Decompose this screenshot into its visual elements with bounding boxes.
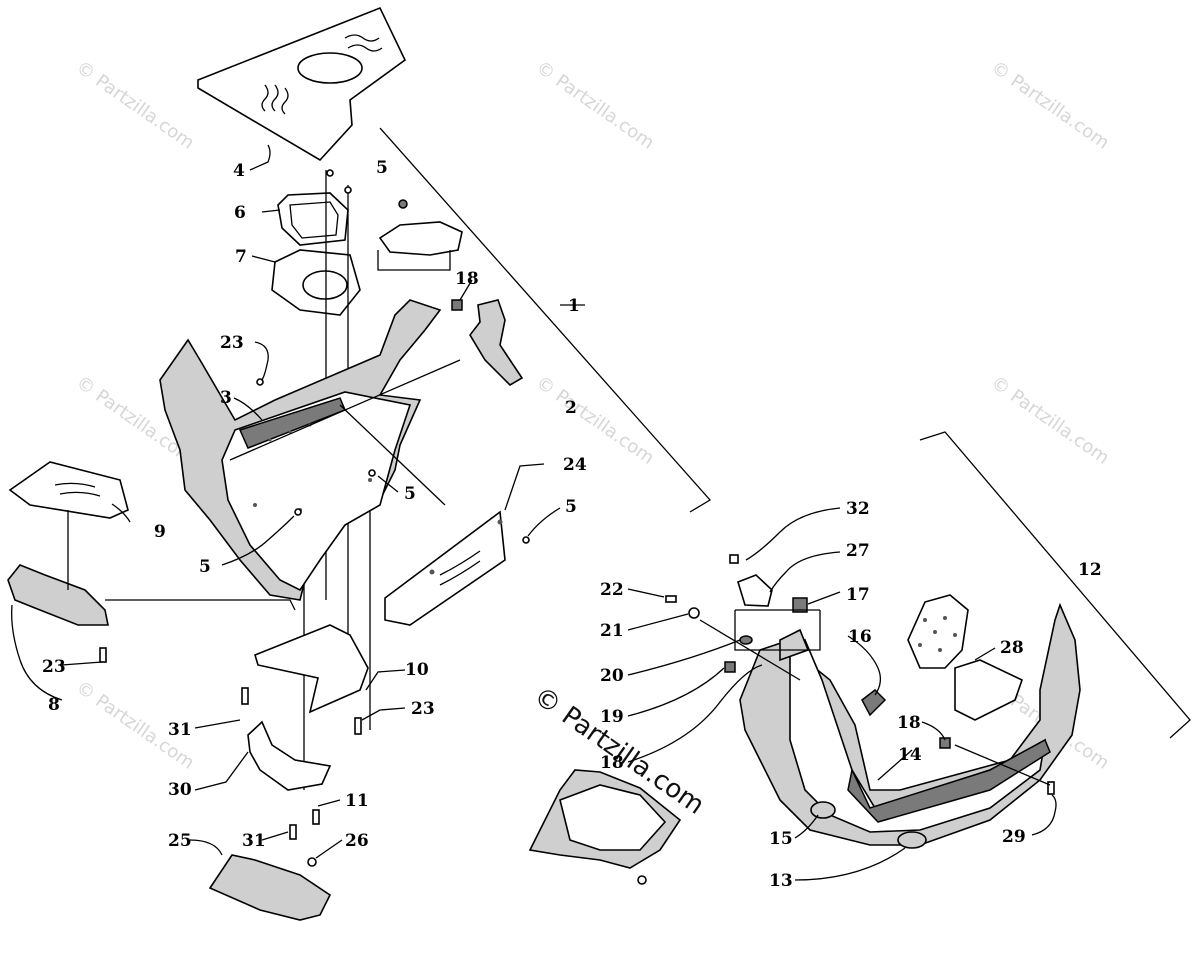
callout-5: 5 bbox=[376, 158, 388, 178]
callout-4: 4 bbox=[233, 161, 245, 181]
callout-22: 22 bbox=[600, 580, 624, 600]
part-9-panel bbox=[8, 461, 129, 519]
callout-21: 21 bbox=[600, 621, 624, 641]
callout-23: 23 bbox=[42, 657, 66, 677]
part-4-top-panel bbox=[197, 6, 407, 162]
callout-32: 32 bbox=[846, 499, 870, 519]
callout-13: 13 bbox=[769, 871, 793, 891]
callout-23: 23 bbox=[220, 333, 244, 353]
part-25-lower-cap bbox=[208, 854, 332, 921]
callout-18: 18 bbox=[600, 753, 624, 773]
callout-8: 8 bbox=[48, 695, 60, 715]
callout-16: 16 bbox=[848, 627, 872, 647]
callout-2: 2 bbox=[565, 398, 577, 418]
callout-31: 31 bbox=[242, 831, 266, 851]
callout-18: 18 bbox=[455, 269, 479, 289]
watermark: © Partzilla.com bbox=[72, 57, 198, 154]
callout-5: 5 bbox=[199, 557, 211, 577]
callout-31: 31 bbox=[168, 720, 192, 740]
part-24-side-panel bbox=[384, 510, 506, 626]
callout-10: 10 bbox=[405, 660, 429, 680]
watermark: © Partzilla.com bbox=[987, 57, 1113, 154]
callout-24: 24 bbox=[563, 455, 587, 475]
callout-20: 20 bbox=[600, 666, 624, 686]
callout-28: 28 bbox=[1000, 638, 1024, 658]
callout-5: 5 bbox=[404, 484, 416, 504]
callout-26: 26 bbox=[345, 831, 369, 851]
callout-labels: 1 2 3 4 5 5 5 5 6 7 8 9 10 11 12 13 14 1… bbox=[42, 158, 1102, 891]
part-4-opening bbox=[297, 52, 363, 84]
callout-1: 1 bbox=[568, 296, 580, 316]
callout-17: 17 bbox=[846, 585, 870, 605]
left-assembly bbox=[7, 6, 712, 921]
part-28-mesh bbox=[907, 594, 969, 669]
watermark: © Partzilla.com bbox=[532, 57, 658, 154]
part-6-gasket bbox=[277, 192, 349, 246]
callout-29: 29 bbox=[1002, 827, 1026, 847]
part-10-plate bbox=[254, 624, 369, 714]
part-30-bracket bbox=[247, 720, 332, 791]
part-2-side-piece bbox=[469, 299, 524, 387]
callout-19: 19 bbox=[600, 707, 624, 727]
callout-12: 12 bbox=[1078, 560, 1102, 580]
callout-14: 14 bbox=[898, 745, 922, 765]
callout-18: 18 bbox=[897, 713, 921, 733]
right-assembly bbox=[528, 431, 1191, 885]
callout-30: 30 bbox=[168, 780, 192, 800]
watermark: © Partzilla.com bbox=[987, 372, 1113, 469]
callout-7: 7 bbox=[235, 247, 247, 267]
part-8-lower-piece bbox=[7, 564, 109, 626]
callout-25: 25 bbox=[168, 831, 192, 851]
callout-15: 15 bbox=[769, 829, 793, 849]
callout-11: 11 bbox=[345, 791, 369, 811]
callout-27: 27 bbox=[846, 541, 870, 561]
callout-23: 23 bbox=[411, 699, 435, 719]
callout-5: 5 bbox=[565, 497, 577, 517]
callout-6: 6 bbox=[234, 203, 246, 223]
callout-3: 3 bbox=[220, 388, 232, 408]
callout-9: 9 bbox=[154, 522, 166, 542]
